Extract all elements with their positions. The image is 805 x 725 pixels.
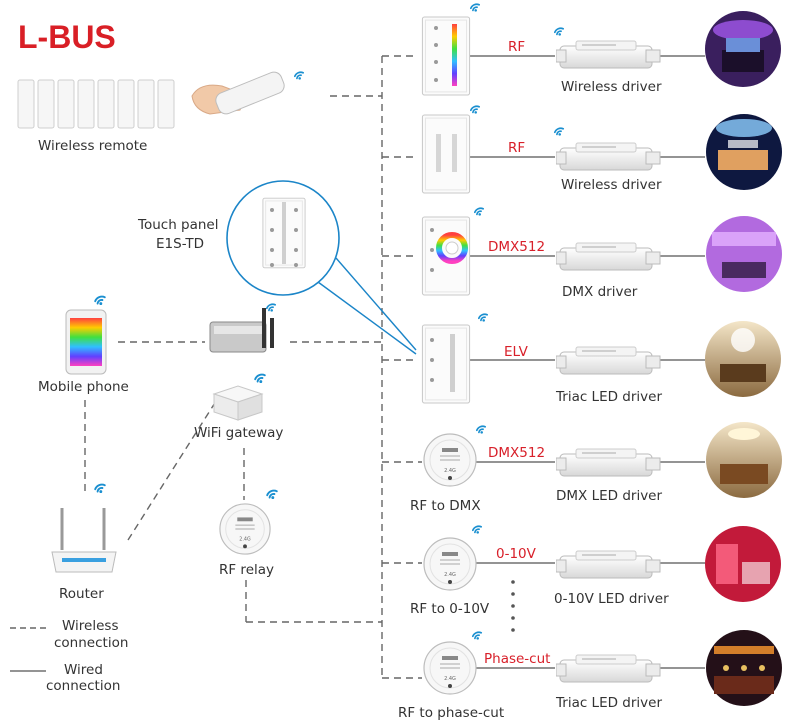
room-photo-row5 [705, 526, 781, 602]
room-photo-row4 [706, 422, 782, 498]
protocol-label-row1: RF [508, 140, 525, 156]
protocol-label-row4: DMX512 [488, 445, 545, 461]
driver-1-wifi-icon [553, 127, 565, 137]
rgb-touch-panel [421, 16, 471, 96]
wireless-remote-set [17, 79, 175, 129]
driver-label-row6: Triac LED driver [555, 695, 662, 711]
rf-to-phase-cut-device [423, 641, 477, 695]
driver-label-row0: Wireless driver [561, 79, 662, 95]
router-wifi-icon [94, 483, 106, 495]
protocol-label-row5: 0-10V [496, 546, 537, 562]
wireless-connections [84, 55, 422, 679]
driver-device-row1 [556, 142, 661, 171]
dim-slider-panel [421, 324, 471, 404]
color-wheel-panel [421, 216, 471, 296]
panel-4-wifi-icon [477, 313, 489, 323]
panel-2-wifi-icon [469, 105, 481, 115]
driver-device-row2 [556, 242, 661, 271]
rf-to-0-10v-device [423, 537, 477, 591]
legend-wireless-line2: connection [54, 635, 128, 651]
protocol-label-row0: RF [508, 39, 525, 55]
controller-label-row5: RF to 0-10V [410, 601, 490, 617]
wifi-gateway-cube [212, 385, 264, 421]
hub-wifi-icon [265, 303, 277, 313]
driver-label-row5: 0-10V LED driver [554, 591, 669, 607]
driver-label-row4: DMX LED driver [556, 488, 662, 504]
phone-wifi-icon [94, 295, 106, 307]
driver-device-row5 [556, 550, 661, 579]
mobile-phone [65, 309, 107, 375]
router [51, 508, 117, 573]
panel-3-wifi-icon [473, 207, 485, 217]
hand-with-remote [191, 71, 285, 115]
touch-panel-label: Touch panel [137, 217, 219, 233]
gateway-wifi-icon [254, 373, 266, 385]
wifi-gateway-label: WiFi gateway [194, 425, 283, 441]
legend-wireless-line1: Wireless [62, 618, 119, 634]
controller-label-row6: RF to phase-cut [398, 705, 504, 721]
rf-dmx-wifi-icon [475, 425, 487, 435]
rf-to-dmx-device [423, 433, 477, 487]
room-photo-row3 [705, 321, 781, 397]
room-photo-row1 [706, 114, 782, 190]
legend-wired-line1: Wired [64, 662, 103, 678]
driver-label-row1: Wireless driver [561, 177, 662, 193]
room-photo-row6 [706, 630, 782, 706]
touch-panel-model: E1S-TD [156, 236, 204, 252]
panel-1-wifi-icon [469, 3, 481, 13]
driver-device-row6 [556, 654, 661, 683]
driver-device-row4 [556, 448, 661, 477]
remote-wifi-icon [293, 71, 305, 81]
driver-label-row3: Triac LED driver [555, 389, 662, 405]
mobile-phone-label: Mobile phone [38, 379, 129, 395]
legend: Wireless connection Wired connection [10, 618, 128, 694]
protocol-label-row6: Phase-cut [484, 651, 550, 667]
controller-label-row4: RF to DMX [410, 498, 481, 514]
rf-relay-label: RF relay [219, 562, 274, 578]
protocol-label-row2: DMX512 [488, 239, 545, 255]
rf-relay-device [219, 503, 271, 555]
radio-hub [209, 308, 274, 353]
dimmer-touch-panel [421, 114, 471, 194]
router-label: Router [59, 586, 104, 602]
legend-wired-line2: connection [46, 678, 120, 694]
protocol-label-row3: ELV [504, 344, 529, 360]
rf-010v-wifi-icon [471, 525, 483, 535]
wireless-remote-label: Wireless remote [38, 138, 147, 154]
wired-connections [470, 55, 705, 669]
driver-label-row2: DMX driver [562, 284, 638, 300]
driver-device-row0 [556, 40, 661, 69]
room-photo-row2 [706, 216, 782, 292]
touch-panel-callout [226, 180, 417, 355]
rf-phase-wifi-icon [471, 631, 483, 641]
driver-0-wifi-icon [553, 27, 565, 37]
room-photo-row0 [705, 11, 781, 87]
brand-logo: L-BUS [18, 19, 116, 55]
driver-device-row3 [556, 346, 661, 375]
more-devices-dots [511, 580, 515, 632]
relay-wifi-icon [266, 489, 278, 501]
